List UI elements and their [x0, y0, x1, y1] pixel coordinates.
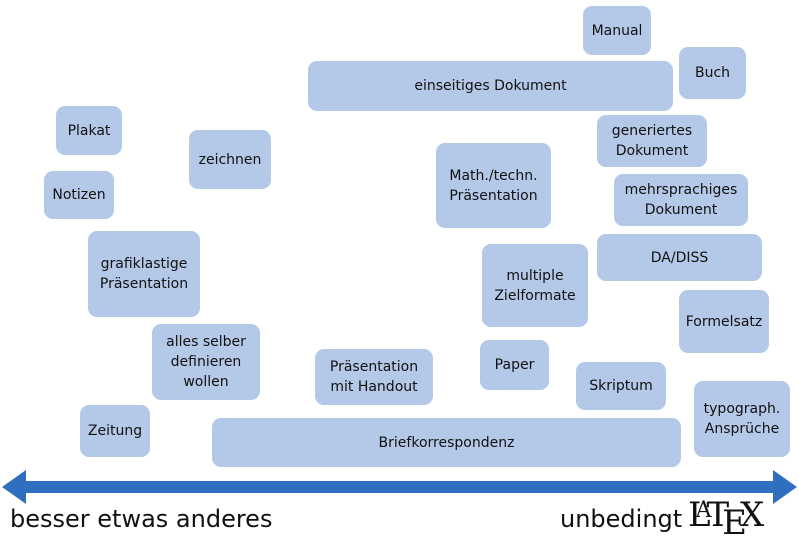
latex-logo: LATEX [688, 495, 764, 543]
box-da-diss: DA/DISS [597, 234, 762, 281]
axis-label-right: unbedingt [560, 505, 683, 533]
box-typograph: typograph. Ansprüche [694, 381, 790, 457]
box-zeichnen: zeichnen [189, 130, 271, 189]
box-math-praesentation: Math./techn. Präsentation [436, 143, 551, 228]
box-multiple-zielformate: multiple Zielformate [482, 244, 588, 327]
box-formelsatz: Formelsatz [679, 290, 769, 353]
box-skriptum: Skriptum [576, 362, 666, 410]
box-generiertes-dokument: generiertes Dokument [597, 115, 707, 167]
box-einseitiges-dokument: einseitiges Dokument [308, 61, 673, 111]
box-manual: Manual [583, 6, 651, 55]
box-briefkorrespondenz: Briefkorrespondenz [212, 418, 681, 467]
box-grafiklastige-praesentation: grafiklastige Präsentation [88, 231, 200, 317]
box-paper: Paper [480, 340, 549, 390]
axis-arrow-shape [2, 470, 797, 504]
box-mehrsprachiges-dokument: mehrsprachiges Dokument [614, 174, 748, 226]
axis-arrow [2, 470, 797, 504]
axis-label-left: besser etwas anderes [10, 505, 273, 533]
box-praesentation-handout: Präsentation mit Handout [315, 349, 433, 405]
box-plakat: Plakat [56, 106, 122, 155]
box-zeitung: Zeitung [80, 405, 150, 457]
box-notizen: Notizen [44, 171, 114, 219]
box-buch: Buch [679, 47, 746, 99]
box-alles-selber: alles selber definieren wollen [152, 324, 260, 400]
